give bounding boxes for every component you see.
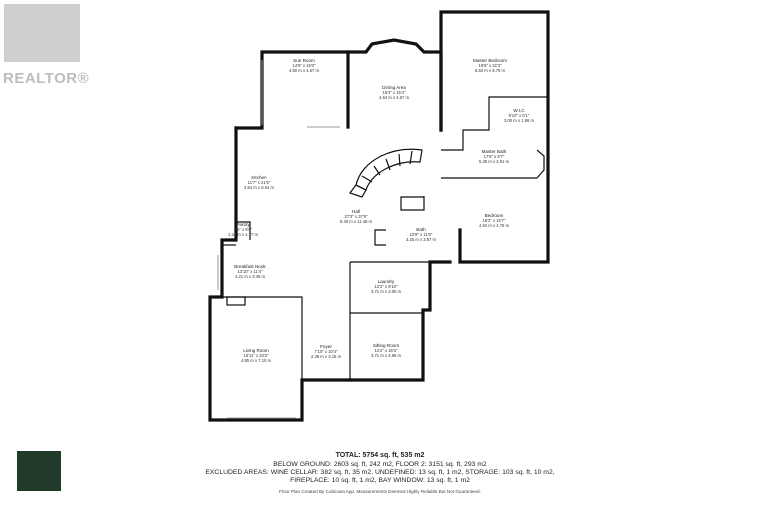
- room-metric-dining: 4.64 m x 4.67 m: [379, 95, 410, 100]
- room-name-living: Living Room: [243, 348, 269, 353]
- room-imperial-pantry: 4'1" x 5'9": [234, 227, 253, 232]
- room-name-bedroom: Bedroom: [485, 213, 504, 218]
- total-area: TOTAL: 5754 sq. ft, 535 m2: [335, 452, 425, 459]
- room-name-foyer: Foyer: [320, 344, 332, 349]
- room-labels: Sun Room 14'9" x 15'0" 4.50 m x 4.57 m D…: [228, 58, 535, 363]
- room-name-dining: Dining Area: [382, 85, 406, 90]
- room-metric-hall: 8.30 m x 11.49 m: [340, 219, 373, 224]
- room-metric-bedroom: 4.94 m x 4.76 m: [479, 223, 510, 228]
- walls: [208, 10, 550, 422]
- room-imperial-wic: 9'10" x 6'1": [509, 113, 530, 118]
- windows: [217, 60, 340, 419]
- room-imperial-bedroom: 16'2" x 15'7": [483, 218, 506, 223]
- room-imperial-bath: 10'8" x 11'9": [410, 232, 433, 237]
- room-metric-breakfast: 4.21 m x 3.45 m: [235, 274, 266, 279]
- room-name-master: Master Bedroom: [473, 58, 507, 63]
- realtor-logo-icon: [4, 4, 80, 62]
- room-imperial-breakfast: 13'10" x 11'4": [238, 269, 263, 274]
- room-metric-master: 5.63 m x 6.79 m: [475, 68, 506, 73]
- room-metric-bath: 3.25 m x 3.57 m: [406, 237, 437, 242]
- area-breakdown: BELOW GROUND: 2603 sq. ft, 242 m2, FLOOR…: [273, 461, 487, 468]
- room-imperial-sitting: 12'2" x 16'3": [375, 348, 398, 353]
- room-name-laundry: Laundry: [378, 279, 395, 284]
- room-imperial-master: 18'6" x 22'3": [479, 63, 502, 68]
- room-metric-pantry: 1.24 m x 1.77 m: [228, 232, 259, 237]
- room-metric-wic: 3.00 m x 1.86 m: [504, 118, 535, 123]
- credit-note: Floor Plan Created By Cubicasa App. Meas…: [279, 489, 481, 494]
- room-metric-sunroom: 4.50 m x 4.57 m: [289, 68, 320, 73]
- room-name-kitchen: Kitchen: [251, 175, 267, 180]
- room-name-bath: Bath: [416, 227, 426, 232]
- room-metric-kitchen: 3.54 m x 6.54 m: [244, 185, 275, 190]
- room-name-breakfast: Breakfast Nook: [234, 264, 266, 269]
- room-metric-laundry: 3.71 m x 3.00 m: [371, 289, 402, 294]
- room-imperial-foyer: 7'10" x 10'4": [315, 349, 338, 354]
- room-metric-living: 4.85 m x 7.10 m: [241, 358, 272, 363]
- room-imperial-hall: 27'3" x 37'8": [345, 214, 368, 219]
- fireplace-icon: [226, 296, 246, 306]
- realtor-label: REALTOR®: [3, 70, 90, 87]
- staircase: [349, 148, 423, 198]
- room-name-wic: W.I.C: [513, 108, 525, 113]
- agency-logo-icon: [17, 451, 61, 491]
- excluded-areas-cont: FIREPLACE: 10 sq. ft, 1 m2, BAY WINDOW: …: [290, 477, 470, 484]
- room-metric-sitting: 3.71 m x 4.95 m: [371, 353, 402, 358]
- room-imperial-sunroom: 14'9" x 15'0": [293, 63, 316, 68]
- room-name-sitting: Sitting Room: [373, 343, 399, 348]
- room-name-sunroom: Sun Room: [293, 58, 315, 63]
- room-imperial-kitchen: 11'7" x 21'5": [248, 180, 271, 185]
- room-imperial-masterbath: 17'6" x 9'7": [484, 154, 505, 159]
- excluded-areas: EXCLUDED AREAS: WINE CELLAR: 382 sq. ft,…: [205, 469, 555, 476]
- room-imperial-dining: 15'3" x 15'4": [383, 90, 406, 95]
- room-metric-masterbath: 5.35 m x 2.91 m: [479, 159, 510, 164]
- room-name-hall: Hall: [352, 209, 360, 214]
- room-name-pantry: Pantry: [236, 222, 250, 227]
- room-metric-foyer: 2.38 m x 3.15 m: [311, 354, 342, 359]
- room-name-masterbath: Master Bath: [482, 149, 507, 154]
- room-imperial-laundry: 12'2" x 9'10": [375, 284, 398, 289]
- room-imperial-living: 15'11" x 23'3": [244, 353, 269, 358]
